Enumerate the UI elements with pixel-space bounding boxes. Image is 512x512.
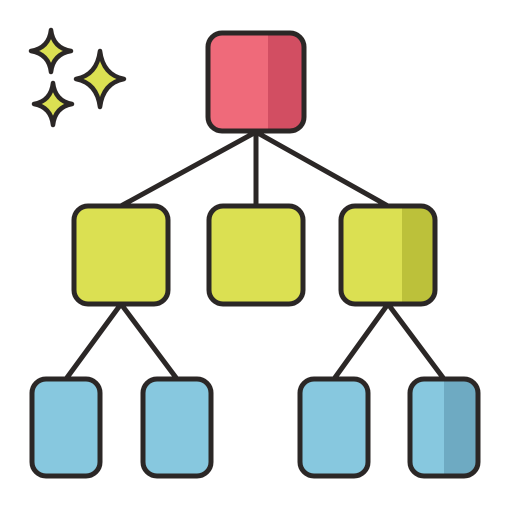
leaf-node-4 <box>407 376 481 479</box>
mid-left-node <box>71 203 171 307</box>
sparkle-icon <box>73 48 127 110</box>
leaf-node-2 <box>140 376 214 479</box>
connector-lines <box>63 129 447 382</box>
root-node <box>205 30 307 134</box>
connector-mid-right-to-leaf-3 <box>331 301 391 382</box>
connector-mid-right-to-leaf-4 <box>385 301 447 382</box>
connector-root-to-mid-right <box>253 129 391 209</box>
connector-mid-left-to-leaf-2 <box>118 301 180 382</box>
sparkles <box>28 27 127 128</box>
mid-right-node <box>338 203 438 307</box>
sparkle-icon <box>28 27 74 75</box>
connector-root-to-mid-left <box>118 129 259 209</box>
sparkle-icon <box>31 80 75 128</box>
connector-mid-left-to-leaf-1 <box>63 301 124 382</box>
leaf-node-3 <box>297 376 371 479</box>
mid-center-node <box>206 203 306 307</box>
leaf-node-1 <box>29 376 103 479</box>
